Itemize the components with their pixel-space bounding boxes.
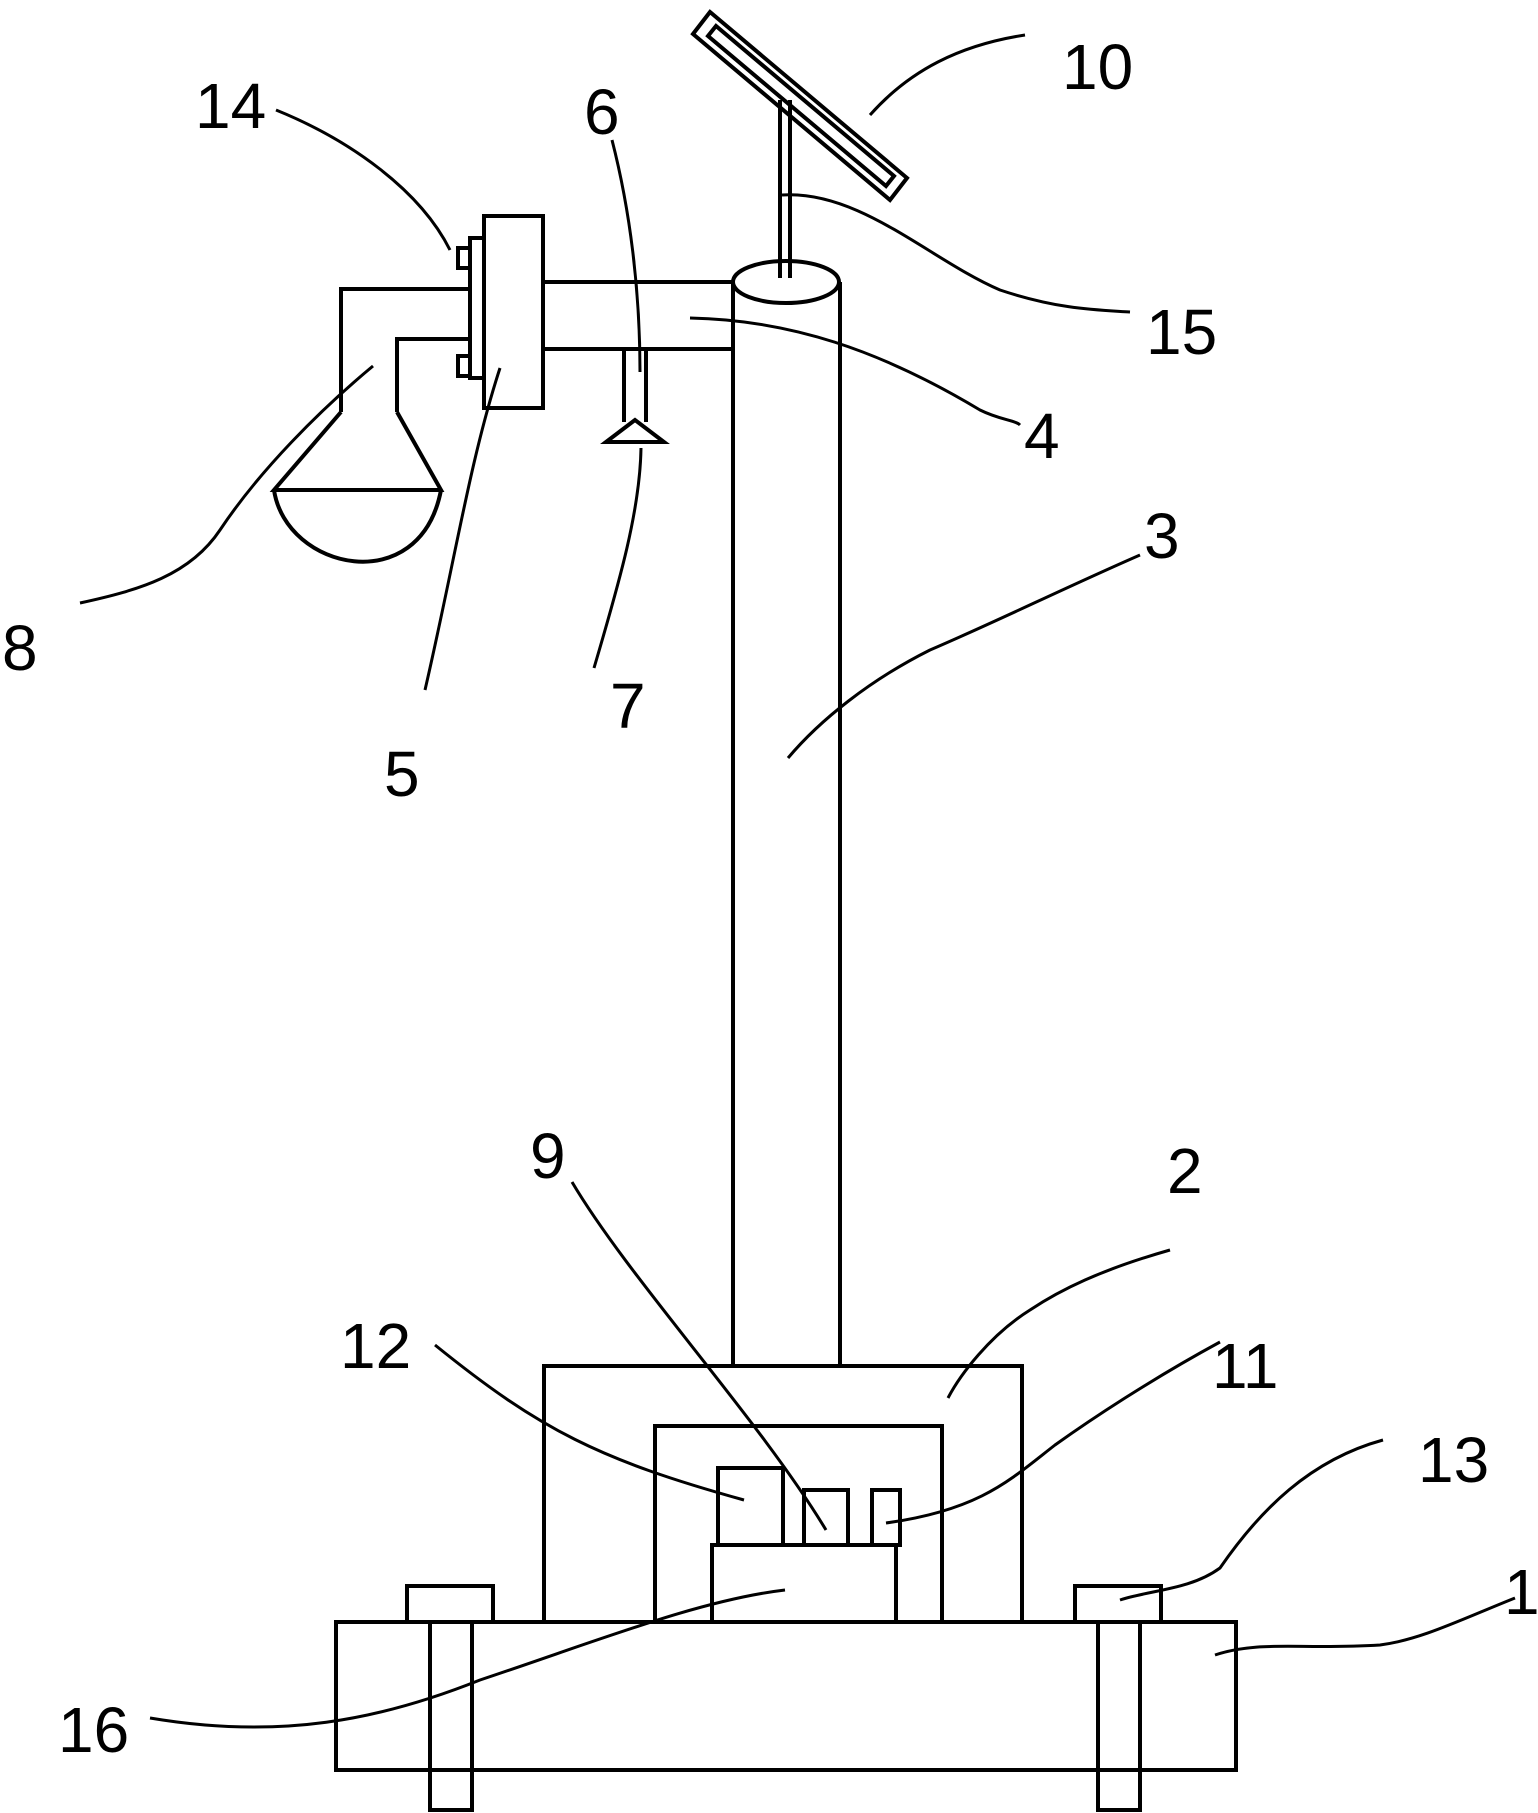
nozzle	[600, 417, 670, 444]
foot-left	[405, 1584, 495, 1812]
arm	[543, 280, 733, 351]
nozzle-pipe	[622, 349, 648, 422]
label-12: 12	[340, 1310, 411, 1382]
lamp-bracket	[339, 287, 470, 412]
label-5: 5	[384, 738, 420, 810]
label-14: 14	[195, 70, 266, 142]
component-9	[802, 1488, 850, 1547]
label-2: 2	[1167, 1135, 1203, 1207]
label-1: 1	[1504, 1556, 1538, 1628]
label-8: 8	[2, 612, 38, 684]
label-9: 9	[530, 1120, 566, 1192]
label-11: 11	[1212, 1330, 1278, 1402]
label-16: 16	[58, 1694, 129, 1766]
label-4: 4	[1024, 400, 1060, 472]
lamp-shade	[269, 410, 445, 564]
label-10: 10	[1062, 31, 1133, 103]
label-15: 15	[1146, 296, 1217, 368]
component-12	[716, 1466, 785, 1547]
label-7: 7	[610, 670, 646, 742]
label-6: 6	[584, 76, 620, 148]
label-3: 3	[1144, 500, 1180, 572]
component-11	[870, 1488, 902, 1547]
pole	[731, 259, 842, 1366]
flange-block	[456, 214, 545, 410]
solar-panel	[690, 9, 910, 203]
internal-components	[710, 1466, 902, 1624]
component-16	[710, 1543, 898, 1624]
solar-rod	[778, 100, 792, 278]
label-13: 13	[1418, 1424, 1489, 1496]
foot-right	[1073, 1584, 1163, 1812]
leader-lines	[79, 33, 1516, 1729]
reference-labels: 10 14 6 15 4 3 8 7 5 9 2 12 11 13 1 16	[2, 31, 1538, 1766]
